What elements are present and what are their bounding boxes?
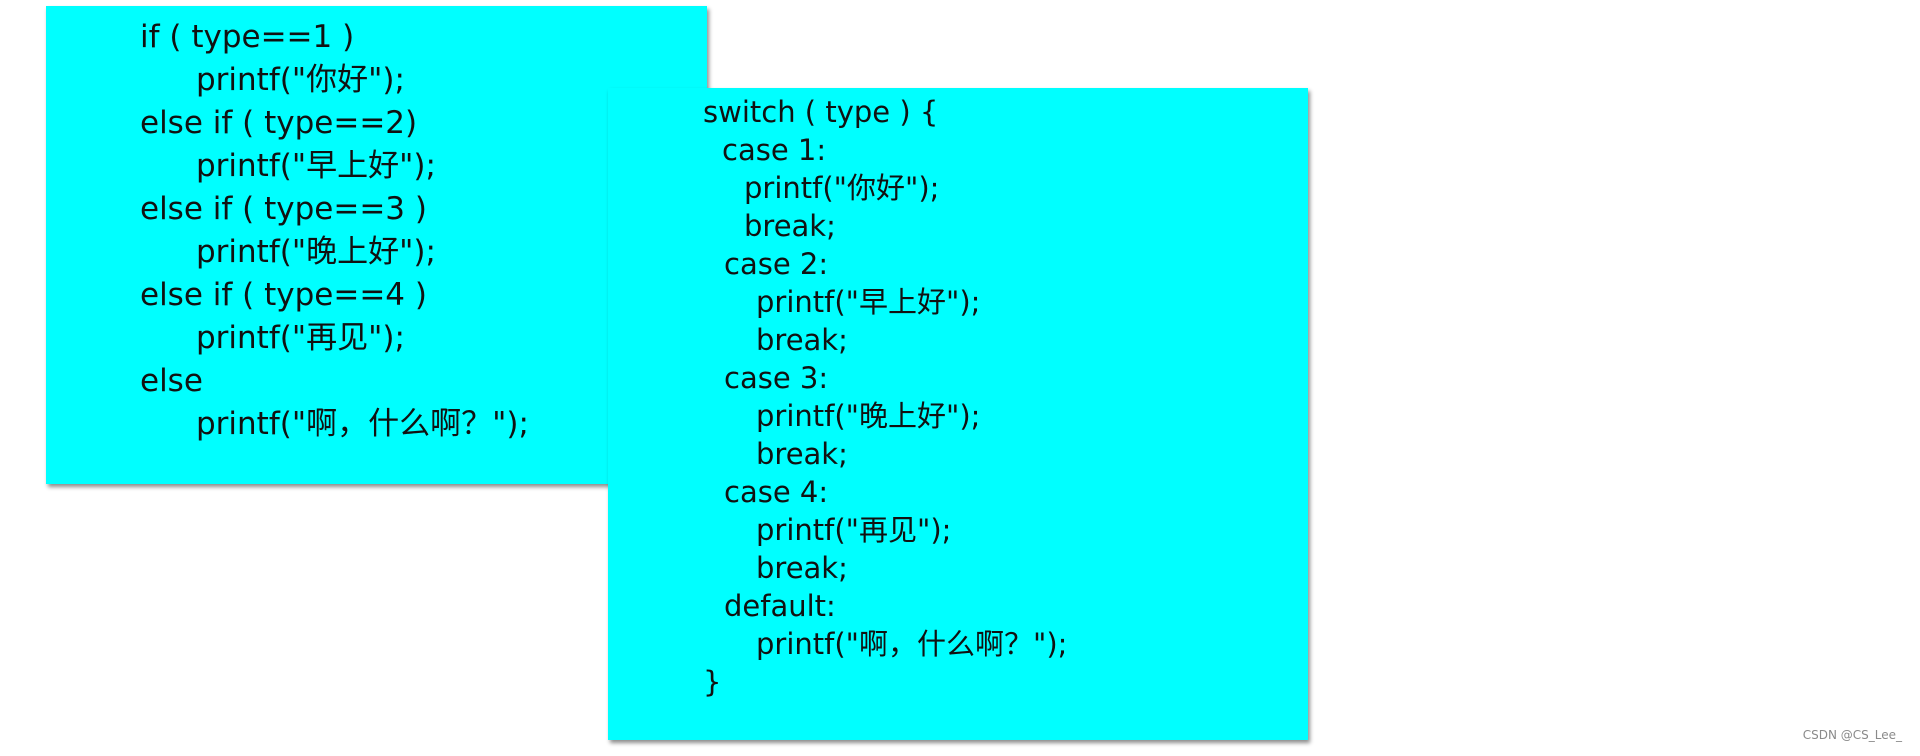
code-line: else if ( type==4 ): [140, 277, 427, 313]
code-line: break;: [756, 551, 848, 585]
code-line: case 4:: [724, 475, 829, 509]
code-line: else if ( type==3 ): [140, 191, 427, 227]
code-line: default:: [724, 589, 836, 623]
code-line: case 1:: [722, 133, 827, 167]
code-line: if ( type==1 ): [140, 19, 355, 55]
code-line: printf("再见");: [196, 320, 405, 356]
code-line: else: [140, 363, 203, 399]
code-line: }: [703, 665, 722, 699]
code-line: switch ( type ) {: [703, 95, 939, 129]
watermark: CSDN @CS_Lee_: [1802, 728, 1902, 742]
code-line: break;: [744, 209, 836, 243]
code-line: break;: [756, 437, 848, 471]
code-line: printf("晚上好");: [196, 234, 436, 270]
code-line: printf("晚上好");: [756, 399, 981, 433]
code-line: printf("早上好");: [196, 148, 436, 184]
code-line: printf("早上好");: [756, 285, 981, 319]
code-line: else if ( type==2): [140, 105, 418, 141]
code-line: printf("你好");: [744, 171, 940, 205]
code-line: printf("再见");: [756, 513, 952, 547]
code-line: printf("啊，什么啊？");: [756, 627, 1068, 661]
code-line: case 2:: [724, 247, 829, 281]
code-line: break;: [756, 323, 848, 357]
if-else-code-panel: if ( type==1 ) printf("你好"); else if ( t…: [46, 6, 707, 484]
code-line: printf("啊，什么啊？");: [196, 406, 529, 442]
code-line: case 3:: [724, 361, 829, 395]
switch-code-panel: switch ( type ) { case 1: printf("你好"); …: [608, 88, 1308, 740]
code-line: printf("你好");: [196, 62, 405, 98]
